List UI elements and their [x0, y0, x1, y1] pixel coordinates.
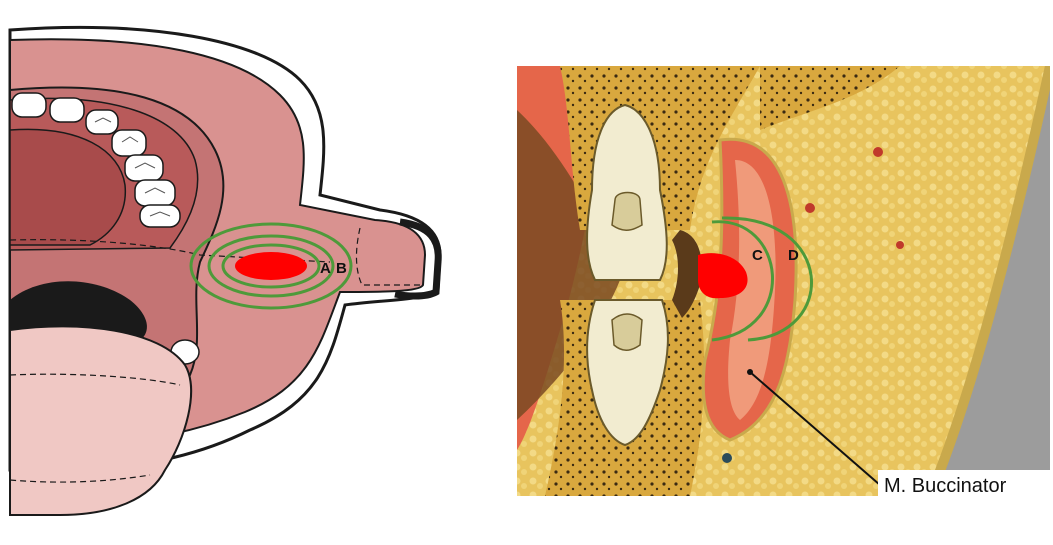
- tooth: [50, 98, 84, 122]
- tooth: [135, 180, 175, 206]
- tooth: [140, 205, 180, 227]
- lesion-left: [235, 252, 307, 280]
- tooth: [12, 93, 46, 117]
- tongue: [10, 326, 191, 515]
- right-panel-histology-illustration: C D M. Buccinator: [517, 66, 1050, 500]
- label-a: A: [320, 260, 331, 277]
- left-panel-oral-cavity-diagram: A B: [10, 27, 440, 515]
- vessel: [896, 241, 904, 249]
- label-muscle: M. Buccinator: [884, 475, 1007, 497]
- tooth: [112, 130, 146, 156]
- label-b: B: [336, 260, 347, 277]
- label-d: D: [788, 247, 799, 264]
- vessel: [873, 147, 883, 157]
- vessel: [722, 453, 732, 463]
- vessel: [805, 203, 815, 213]
- tooth: [86, 110, 118, 134]
- tooth: [125, 155, 163, 181]
- lower-molar-pulp: [612, 314, 642, 350]
- upper-molar-pulp: [612, 193, 642, 231]
- label-c: C: [752, 247, 763, 264]
- muscle-pointer-dot: [747, 369, 753, 375]
